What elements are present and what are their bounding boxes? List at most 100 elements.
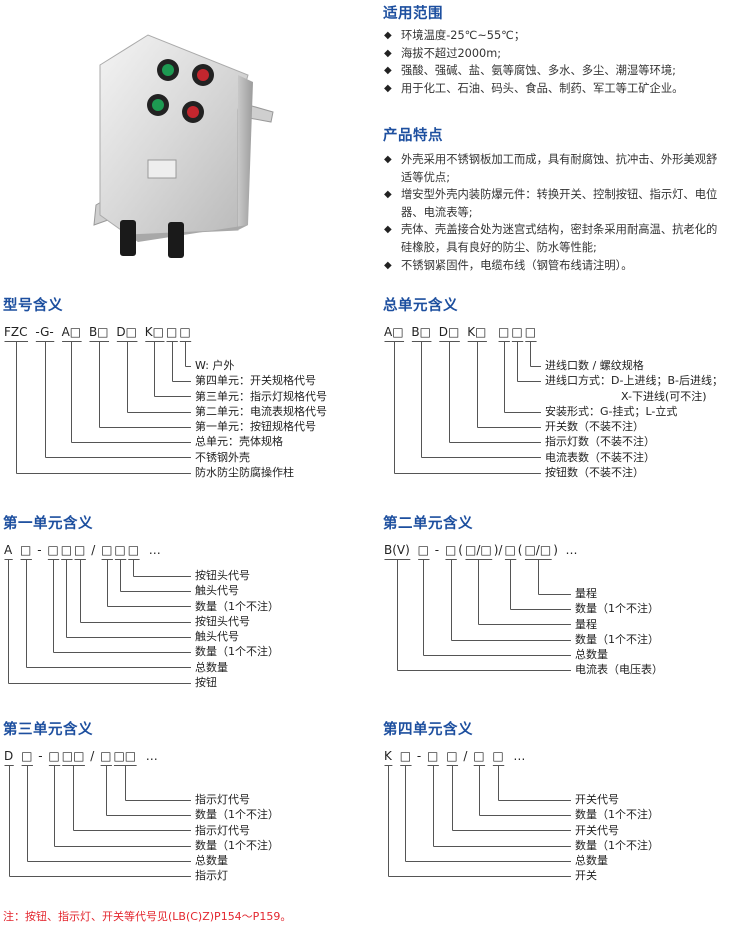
legend-label: 按钮 [195, 676, 217, 690]
legend-label: W: 户外 [195, 359, 235, 372]
bullet-text: 增安型外壳内装防爆元件：转换开关、控制按钮、指示灯、电位器、电流表等; [401, 188, 718, 219]
bullet-text: 外壳采用不锈钢板加工而成，具有耐腐蚀、抗冲击、外形美观舒适等优点; [401, 153, 718, 184]
code-separator: … [138, 749, 158, 763]
code-separator: / [459, 749, 472, 763]
legend-label: 数量（1个不注） [195, 645, 279, 659]
legend-labels: 指示灯代号数量（1个不注）指示灯代号数量（1个不注）总数量指示灯 [195, 792, 279, 884]
code-segment: A□ [61, 325, 82, 339]
bullet-item: ◆ 不锈钢紧固件，电缆布线（钢管布线请注明）。 [383, 257, 718, 275]
code-separator: - [33, 543, 46, 557]
features-list: ◆外壳采用不锈钢板加工而成，具有耐腐蚀、抗冲击、外形美观舒适等优点;◆增安型外壳… [383, 151, 718, 274]
code-segment: □ [60, 543, 73, 557]
bullet-text: 用于化工、石油、码头、食品、制药、军工等工矿企业。 [401, 81, 684, 95]
code-segment: □ [47, 543, 59, 557]
code-segment: □ [498, 325, 510, 339]
legend-labels: 进线口数 / 螺纹规格进线口方式：D-上进线；B-后进线；X-下进线(可不注)安… [545, 358, 723, 480]
legend-label: 电流表数（不装不注） [545, 450, 655, 464]
code-segment: □ [399, 749, 412, 763]
legend-label: 总数量 [195, 660, 228, 674]
code-segment: D□ [116, 325, 137, 339]
code-segment: -G- [35, 325, 54, 339]
diagram-title: 总单元含义 [383, 298, 458, 314]
code-segment: □ [114, 543, 126, 557]
legend-label: 总数量 [575, 854, 608, 868]
bullet-text: 海拔不超过2000m; [401, 46, 502, 60]
code-segment: □ [101, 543, 113, 557]
bullet-item: ◆增安型外壳内装防爆元件：转换开关、控制按钮、指示灯、电位器、电流表等; [383, 186, 718, 221]
code-segment: □ [179, 325, 191, 339]
bullet-item: ◆外壳采用不锈钢板加工而成，具有耐腐蚀、抗冲击、外形美观舒适等优点; [383, 151, 718, 186]
legend-label: 第四单元：开关规格代号 [195, 374, 316, 388]
legend-label: 总数量 [195, 854, 228, 868]
code-separator: / [86, 749, 99, 763]
legend-label: 触头代号 [195, 630, 239, 644]
code-segment: □ [74, 543, 86, 557]
button-green-bottom [147, 94, 169, 116]
diagram-title: 第三单元含义 [3, 722, 93, 738]
button-green-top [157, 59, 179, 81]
legend-label: 数量（1个不注） [575, 602, 659, 616]
legend-label: 数量（1个不注） [575, 808, 659, 822]
model-code: FZC -G- A□ B□ D□ K□□□ [3, 325, 348, 341]
legend-label: 量程 [575, 617, 597, 631]
model-code: A □ - □□□ / □□□ … [3, 543, 348, 559]
code-segment: □/□ [464, 543, 492, 557]
product-image [88, 20, 288, 265]
code-segment: □□ [113, 749, 137, 763]
cable-gland-left [120, 220, 136, 256]
legend-label: 总单元：壳体规格 [195, 435, 283, 449]
code-segment: □ [100, 749, 112, 763]
button-red-bottom [182, 101, 204, 123]
diamond-bullet-icon: ◆ [384, 30, 392, 41]
bullet-text: 环境温度-25℃~55℃； [401, 29, 526, 42]
legend-label: 不锈钢外壳 [195, 450, 250, 464]
code-separator: ( [458, 543, 463, 557]
control-box-illustration [93, 34, 274, 258]
code-segment: B(V) [384, 543, 410, 557]
code-segment: □ [21, 749, 33, 763]
code-segment: □ [444, 543, 457, 557]
legend-label: 指示灯代号 [195, 793, 250, 806]
code-segment: □ [511, 325, 523, 339]
bullet-item: ◆ 环境温度-25℃~55℃； [383, 27, 718, 45]
footnote: 注：按钮、指示灯、开关等代号见(LB(C)Z)P154～P159。 [3, 910, 292, 923]
code-segment: FZC [4, 325, 28, 339]
bullet-item: ◆ 海拔不超过2000m; [383, 45, 718, 63]
code-segment: K□ [144, 325, 164, 339]
legend-label: 防水防尘防腐操作柱 [195, 466, 294, 480]
legend-label: 指示灯 [195, 869, 228, 883]
model-code: B(V) □ - □(□/□)/□(□/□) … [383, 543, 728, 559]
code-segment: A [4, 543, 13, 557]
diagram-title: 第一单元含义 [3, 516, 93, 532]
cable-gland-right [168, 222, 184, 258]
code-segment: B□ [411, 325, 431, 339]
diamond-bullet-icon: ◆ [384, 259, 392, 271]
legend-label: 数量（1个不注） [195, 808, 279, 822]
legend-labels: 量程数量（1个不注）量程数量（1个不注）总数量电流表（电压表） [575, 586, 663, 678]
legend-label: 触头代号 [195, 584, 239, 598]
legend-label: 第三单元：指示灯规格代号 [195, 389, 327, 403]
code-separator: … [505, 749, 526, 763]
bullet-text: 不锈钢紧固件，电缆布线（钢管布线请注明）。 [401, 258, 633, 272]
code-segment: □/□ [524, 543, 552, 557]
legend-labels: 开关代号数量（1个不注）开关代号数量（1个不注）总数量开关 [575, 792, 659, 884]
code-segment: □ [165, 325, 178, 339]
legend-label: 指示灯代号 [195, 823, 250, 837]
bullet-item: ◆用于化工、石油、码头、食品、制药、军工等工矿企业。 [383, 80, 718, 98]
legend-labels: 按钮头代号触头代号数量（1个不注）按钮头代号触头代号数量（1个不注）总数量按钮 [195, 568, 279, 690]
code-segment: □ [427, 749, 439, 763]
diagram-title: 型号含义 [3, 298, 63, 314]
diamond-bullet-icon: ◆ [384, 224, 392, 236]
features-title: 产品特点 [383, 128, 443, 144]
legend-label: 量程 [575, 587, 597, 600]
code-segment: □ [127, 543, 140, 557]
code-separator: - [430, 543, 443, 557]
legend-label: 总数量 [575, 648, 608, 662]
bullet-text: 强酸、强碱、盐、氨等腐蚀、多水、多尘、潮湿等环境; [401, 64, 676, 78]
diamond-bullet-icon: ◆ [384, 47, 392, 59]
diagram-title: 第二单元含义 [383, 516, 473, 532]
